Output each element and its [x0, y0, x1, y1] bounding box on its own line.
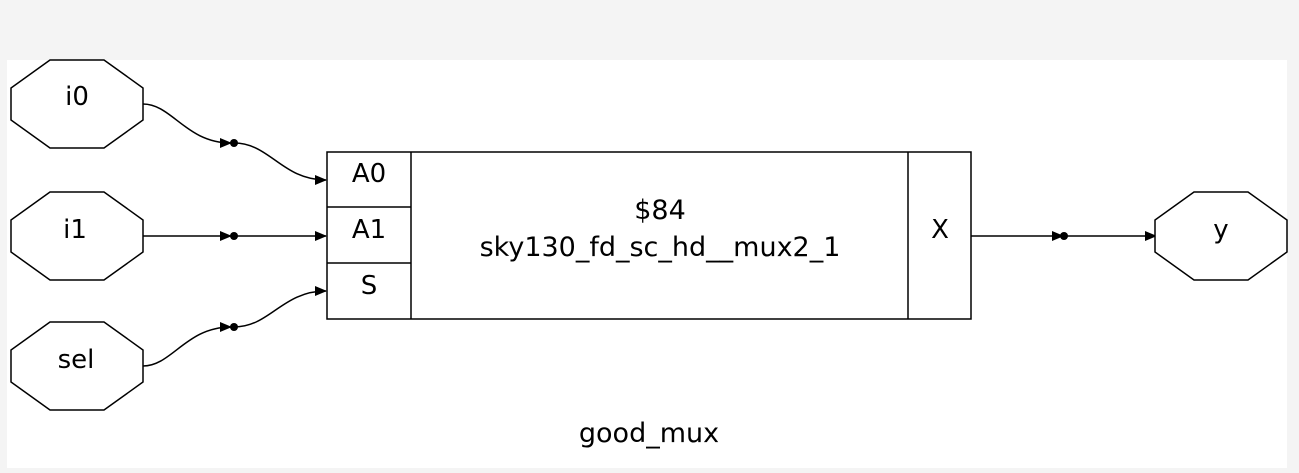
wire-sel-to-junction	[142, 322, 232, 367]
input-port-i1: i1	[10, 191, 144, 281]
pin-label-s: S	[361, 271, 378, 301]
port-octagon	[10, 191, 144, 281]
pin-label-a0: A0	[352, 159, 386, 189]
pin-label-a1: A1	[352, 215, 386, 245]
port-label-y: y	[1213, 215, 1228, 245]
port-label-sel: sel	[58, 345, 95, 375]
port-octagon	[10, 59, 144, 149]
module-name: good_mux	[579, 418, 719, 449]
port-label-i1: i1	[63, 215, 87, 245]
wire-junction-to-s	[233, 286, 327, 328]
output-port-y: y	[1154, 191, 1288, 281]
input-port-sel: sel	[10, 321, 144, 411]
cell-body	[326, 151, 972, 320]
port-octagon	[10, 321, 144, 411]
port-octagon	[1154, 191, 1288, 281]
port-label-i0: i0	[65, 82, 89, 112]
pin-label-x: X	[931, 215, 949, 245]
wire-i0-to-junction	[142, 103, 232, 148]
mux-cell: A0 A1 S $84 sky130_fd_sc_hd__mux2_1 X	[326, 151, 972, 320]
cell-id: $84	[634, 195, 686, 226]
cell-type: sky130_fd_sc_hd__mux2_1	[480, 232, 841, 263]
input-port-i0: i0	[10, 59, 144, 149]
wire-junction-to-a0	[233, 142, 327, 185]
